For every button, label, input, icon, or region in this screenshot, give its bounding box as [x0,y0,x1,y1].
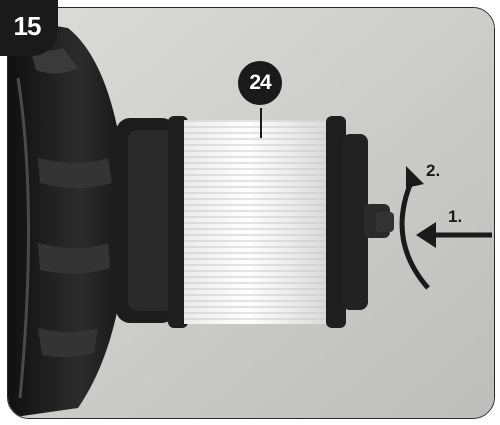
hepa-filter [168,116,394,328]
rotate-arrow-icon [399,166,430,290]
part-callout-badge: 24 [238,61,282,105]
push-arrow-icon [416,222,492,248]
vacuum-housing [8,18,176,418]
push-arrow-label: 1. [448,207,463,226]
step-number-badge: 15 [0,0,58,56]
rotate-arrow-label: 2. [426,161,441,180]
